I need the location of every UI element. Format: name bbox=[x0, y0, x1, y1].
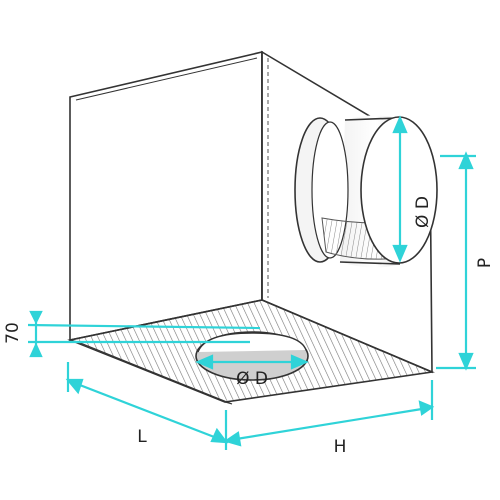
dimension-lines bbox=[27, 115, 476, 450]
dim-line-l bbox=[71, 380, 223, 442]
label-l: L bbox=[137, 427, 147, 447]
side-spigot bbox=[294, 115, 438, 268]
label-side-diameter: Ø D bbox=[413, 196, 433, 228]
bottom-outlet bbox=[195, 331, 309, 381]
label-bottom-diameter: Ø D bbox=[236, 369, 268, 389]
label-70: 70 bbox=[3, 322, 23, 344]
label-p: P bbox=[475, 258, 495, 268]
dim-line-h bbox=[229, 406, 429, 442]
label-h: H bbox=[334, 437, 347, 457]
